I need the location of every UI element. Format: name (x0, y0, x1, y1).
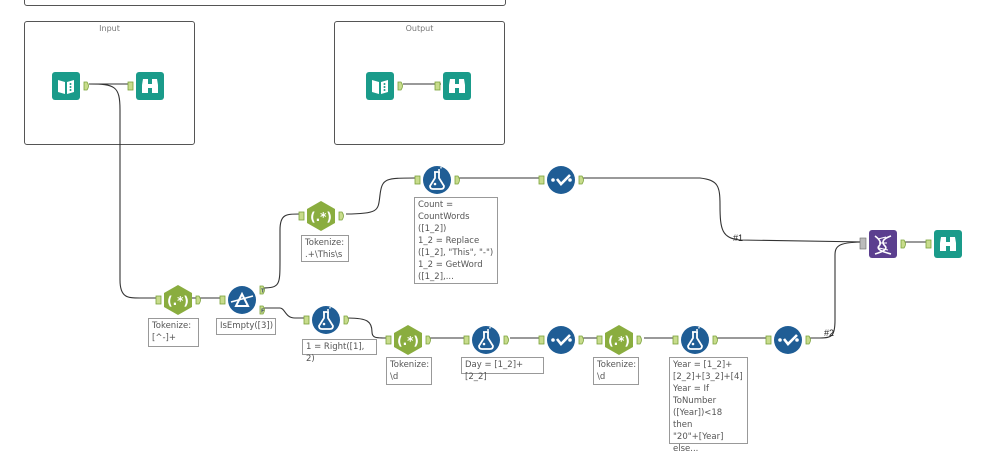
regex-icon: (.*) (164, 285, 192, 315)
tool-select-3[interactable] (764, 322, 814, 358)
tool-browse-input[interactable] (126, 68, 176, 104)
annotation-regex-1: Tokenize: [^-]+ (148, 318, 199, 347)
output-container-title: Output (405, 24, 434, 33)
flask-icon (472, 326, 500, 354)
regex-icon: (.*) (605, 325, 633, 355)
tool-output-data[interactable] (356, 68, 406, 104)
svg-text:(.*): (.*) (608, 334, 630, 348)
wire-formula2-to-regex3 (347, 317, 387, 339)
binoculars-icon (136, 72, 164, 100)
tool-union-1[interactable] (859, 226, 909, 262)
wire-select3-to-union (808, 241, 867, 339)
svg-text:(.*): (.*) (397, 334, 419, 348)
tool-regex-3[interactable]: (.*) (384, 322, 434, 358)
tool-formula-2[interactable] (302, 302, 352, 338)
tool-formula-4[interactable] (671, 322, 721, 358)
tool-formula-3[interactable] (462, 322, 512, 358)
select-check-icon (774, 326, 802, 354)
flask-icon (312, 306, 340, 334)
tool-input-data[interactable] (42, 68, 92, 104)
select-check-icon (547, 326, 575, 354)
svg-text:F: F (261, 309, 264, 315)
book-icon (366, 72, 394, 100)
tool-select-2[interactable] (537, 322, 587, 358)
tool-formula-1[interactable] (413, 162, 463, 198)
annotation-regex-2: Tokenize: .+\This\s (301, 235, 349, 262)
select-check-icon (547, 166, 575, 194)
wire-select1-to-union (581, 177, 867, 243)
input-container-title: Input (99, 24, 120, 33)
annotation-formula-2: 1 = Right([1], 2) (302, 339, 377, 364)
connection-label-1: #1 (733, 233, 744, 243)
binoculars-icon (443, 72, 471, 100)
wire-filter-false-to-formula2 (262, 307, 306, 319)
tool-regex-4[interactable]: (.*) (595, 322, 645, 358)
anchor-false: F (259, 305, 265, 315)
tool-regex-1[interactable]: (.*) (154, 282, 204, 318)
regex-icon: (.*) (307, 201, 335, 231)
tool-browse-final[interactable] (924, 226, 974, 262)
svg-text:T: T (261, 289, 265, 295)
book-icon (52, 72, 80, 100)
annotation-formula-4: Year = [1_2]+ [2_2]+[3_2]+[4] Year = If … (669, 357, 748, 454)
output-container[interactable]: Output (334, 21, 505, 145)
anchor-true: T (259, 285, 265, 295)
tool-regex-2[interactable]: (.*) (297, 198, 347, 234)
connection-label-2: #2 (824, 328, 835, 338)
filter-prism-icon (228, 286, 256, 314)
wire-filter-true-to-regex2 (261, 213, 301, 289)
annotation-filter-1: IsEmpty([3]) (216, 318, 276, 335)
svg-text:(.*): (.*) (310, 210, 332, 224)
annotation-formula-3: Day = [1_2]+[2_2] (461, 357, 544, 382)
dna-icon (869, 230, 897, 258)
top-container[interactable] (24, 0, 506, 6)
tool-browse-output[interactable] (433, 68, 483, 104)
tool-select-1[interactable] (537, 162, 587, 198)
annotation-regex-3: Tokenize: \d (386, 357, 432, 385)
wire-input-to-regex1 (88, 83, 158, 299)
annotation-regex-4: Tokenize: \d (593, 357, 639, 385)
binoculars-icon (934, 230, 962, 258)
flask-icon (681, 326, 709, 354)
svg-text:(.*): (.*) (167, 294, 189, 308)
regex-icon: (.*) (394, 325, 422, 355)
wire-regex2-to-formula1 (345, 177, 416, 215)
flask-icon (423, 166, 451, 194)
annotation-formula-1: Count = CountWords ([1_2]) 1_2 = Replace… (414, 197, 498, 284)
